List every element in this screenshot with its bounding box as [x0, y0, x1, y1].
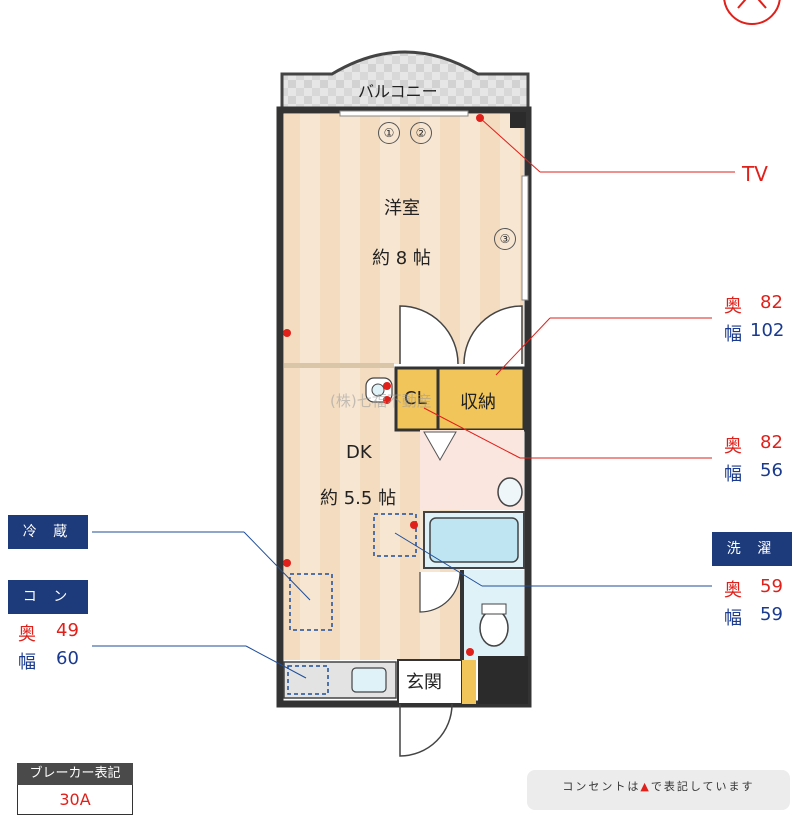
balcony-area [280, 50, 530, 114]
storage-depth-label: 奥 [724, 296, 742, 317]
closet-label: CL [404, 388, 427, 409]
washer-depth-label: 奥 [724, 580, 742, 601]
dk-size: 約 5.5 帖 [320, 488, 397, 509]
outlet-triangle-icon: ▲ [640, 780, 651, 793]
washer-label: 洗 濯 機 [712, 532, 792, 591]
breaker-title: ブレーカー表記 [17, 763, 133, 785]
marker-1: ① [378, 122, 400, 144]
stove-depth-label: 奥 [18, 624, 36, 645]
stove-width-value: 60 [56, 648, 79, 669]
entrance-label: 玄関 [406, 672, 442, 693]
breaker-value: 30A [17, 785, 133, 815]
storage-label: 収納 [460, 392, 496, 413]
tv-label: TV [742, 162, 768, 186]
washer-depth-value: 59 [760, 576, 783, 597]
storage-width-label: 幅 [724, 324, 742, 345]
closet-width-label: 幅 [724, 464, 742, 485]
outlet-note-prefix: コンセントは [562, 780, 641, 793]
fridge-label: 冷 蔵 庫 [8, 515, 88, 574]
washer-width-value: 59 [760, 604, 783, 625]
closet-width-value: 56 [760, 460, 783, 481]
outlet-note-suffix: で表記しています [650, 780, 755, 793]
compass-icon [723, 0, 781, 25]
storage-width-value: 102 [750, 320, 785, 341]
washer-width-label: 幅 [724, 608, 742, 629]
dk-label: DK [346, 442, 372, 463]
western-room-label: 洋室 [384, 198, 420, 219]
closet-depth-value: 82 [760, 432, 783, 453]
outlet-note: コンセントは▲で表記しています [527, 770, 790, 810]
stove-label: コ ン ロ [8, 580, 88, 639]
stove-depth-value: 49 [56, 620, 79, 641]
marker-2: ② [410, 122, 432, 144]
marker-3: ③ [494, 228, 516, 250]
balcony-label: バルコニー [358, 82, 438, 101]
closet-depth-label: 奥 [724, 436, 742, 457]
storage-depth-value: 82 [760, 292, 783, 313]
watermark: (株)七福不動産 [330, 392, 432, 410]
stove-width-label: 幅 [18, 652, 36, 673]
western-room-size: 約 8 帖 [372, 248, 431, 269]
